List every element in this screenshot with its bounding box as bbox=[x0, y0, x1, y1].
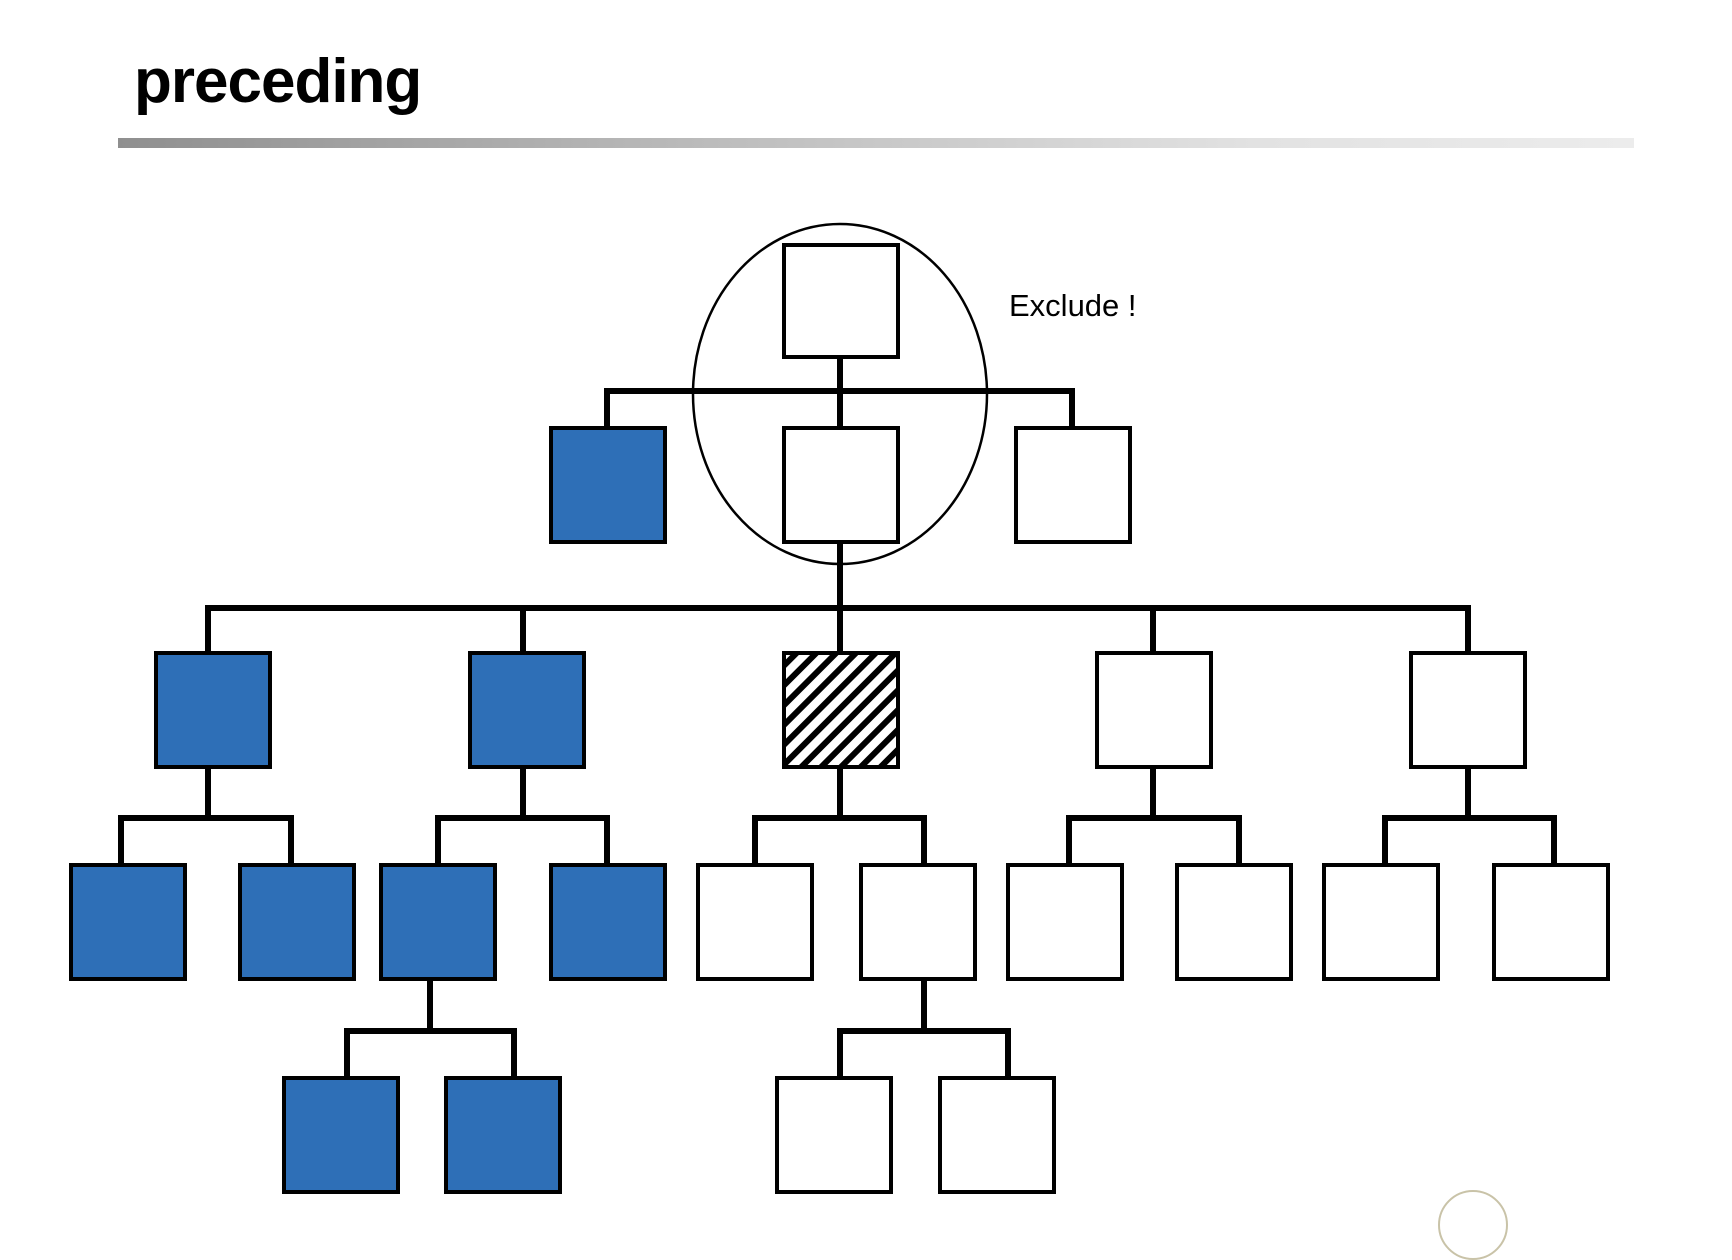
tree-node-preceding bbox=[282, 1076, 400, 1194]
tree-node-preceding bbox=[444, 1076, 562, 1194]
exclude-annotation: Exclude ! bbox=[1009, 288, 1137, 323]
tree-nodes bbox=[69, 243, 1610, 1194]
tree-node-preceding bbox=[549, 863, 667, 981]
tree-node bbox=[775, 1076, 893, 1194]
tree-node bbox=[1409, 651, 1527, 769]
tree-diagram: Exclude ! bbox=[69, 222, 1610, 1194]
tree-node-context bbox=[782, 651, 900, 769]
tree-node-preceding bbox=[69, 863, 187, 981]
exclusion-ellipse bbox=[691, 222, 989, 566]
slide-title: preceding bbox=[134, 47, 422, 116]
tree-edges bbox=[118, 354, 1557, 1081]
tree-node bbox=[938, 1076, 1056, 1194]
tree-node-preceding bbox=[379, 863, 497, 981]
tree-node-root bbox=[782, 243, 900, 359]
tree-node bbox=[1492, 863, 1610, 981]
tree-node-preceding bbox=[238, 863, 356, 981]
tree-node bbox=[1095, 651, 1213, 769]
tree-node bbox=[696, 863, 814, 981]
tree-node bbox=[859, 863, 977, 981]
tree-node-preceding bbox=[154, 651, 272, 769]
tree-node-preceding bbox=[468, 651, 586, 769]
tree-node bbox=[1014, 426, 1132, 544]
tree-node bbox=[1175, 863, 1293, 981]
university-seal-icon bbox=[1438, 1190, 1508, 1260]
tree-node bbox=[1322, 863, 1440, 981]
tree-node-parent bbox=[782, 426, 900, 544]
title-underline bbox=[118, 138, 1634, 148]
tree-node-preceding bbox=[549, 426, 667, 544]
tree-node bbox=[1006, 863, 1124, 981]
